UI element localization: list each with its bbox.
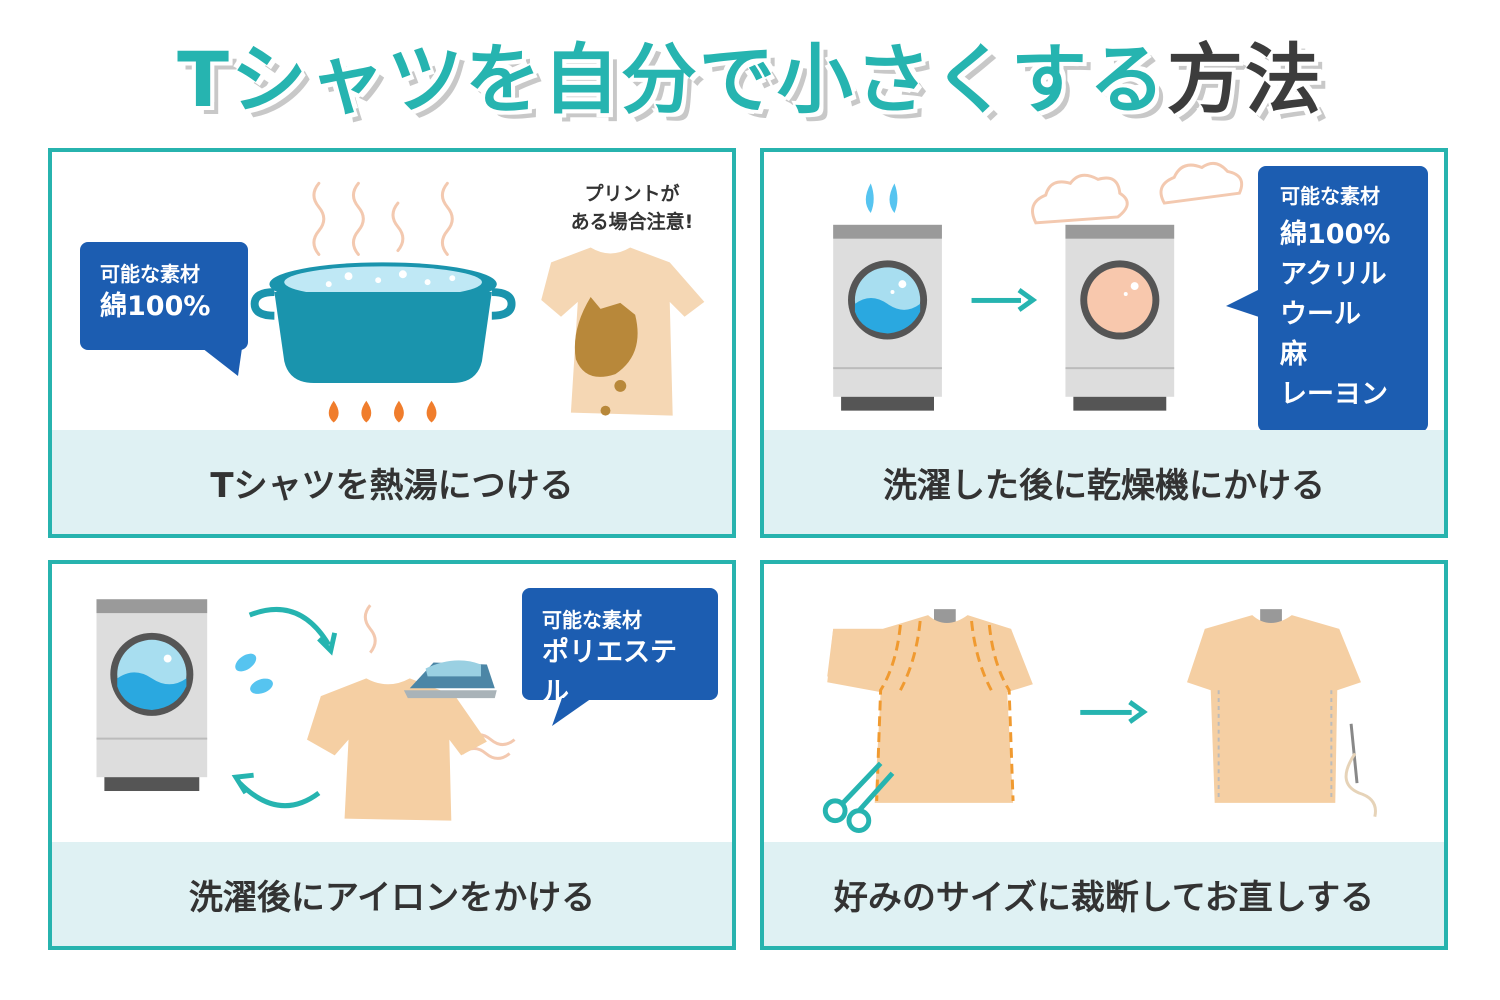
steam-cloud-icon (1031, 161, 1244, 225)
bubble-heading: 可能な素材 (542, 608, 642, 632)
print-warning-line-1: プリントが (584, 183, 680, 205)
washing-machine-icon (96, 599, 208, 792)
boiling-illustration (250, 181, 705, 423)
bubble-material: 綿100% (1280, 219, 1391, 250)
title-part-2: 自分で小さくする (542, 35, 1167, 124)
printed-shirt-icon (541, 247, 705, 416)
bubble-material: ウール (1280, 299, 1361, 330)
pot-handle-right-icon (491, 288, 516, 320)
title-part-1: Tシャツを (177, 35, 543, 124)
shirt-icon (307, 678, 487, 821)
bubble-material: アクリル (1280, 259, 1387, 290)
bubble-heading: 可能な素材 (1280, 184, 1380, 208)
scissors-icon (822, 761, 895, 834)
bubble-material: レーヨン (1280, 379, 1388, 410)
arrow-right-icon (1080, 700, 1148, 724)
panel-dryer: 可能な素材 綿100% アクリル ウール 麻 レーヨン 洗濯した後に乾燥機にかけ… (760, 148, 1448, 538)
panel-boiling: 可能な素材 綿100% プリントが ある場合注意! Tシャツを熱湯につける (48, 148, 736, 538)
material-bubble: 可能な素材 綿100% アクリル ウール 麻 レーヨン (1258, 166, 1428, 432)
bubble-material: 綿100% (100, 291, 211, 322)
dryer-illustration (833, 161, 1244, 411)
pot-icon (269, 262, 497, 383)
title-part-3: 方法 (1166, 35, 1323, 124)
panel-iron: 可能な素材 ポリエステル 洗濯後にアイロンをかける (48, 560, 736, 950)
material-bubble: 可能な素材 綿100% (80, 242, 248, 350)
panel-caption: 洗濯した後に乾燥機にかける (764, 430, 1444, 534)
flame-icon (328, 400, 437, 423)
water-drop-icon (865, 183, 898, 213)
bubble-tail-icon (1226, 288, 1262, 318)
cut-line-icon (875, 620, 1015, 801)
print-warning-line-2: ある場合注意! (570, 211, 694, 233)
steam-icon (312, 181, 454, 256)
panel-caption: 洗濯後にアイロンをかける (52, 842, 732, 946)
washing-machine-icon (833, 224, 942, 411)
bubble-tail-icon (202, 348, 242, 376)
bubble-heading: 可能な素材 (100, 262, 200, 286)
shirt-after-icon (1187, 609, 1361, 803)
material-bubble: 可能な素材 ポリエステル (522, 588, 718, 708)
cutting-illustration (822, 609, 1377, 834)
arrow-right-icon (971, 288, 1038, 312)
arrow-curve-icon (238, 781, 321, 809)
panel-caption: 好みのサイズに裁断してお直しする (764, 842, 1444, 946)
page-title: Tシャツを自分で小さくする方法 (0, 30, 1500, 130)
bubble-material: 麻 (1280, 339, 1307, 370)
arrow-curve-icon (248, 606, 331, 647)
shirt-before-icon (827, 609, 1033, 803)
panel-cutting: 好みのサイズに裁断してお直しする (760, 560, 1448, 950)
bubble-tail-icon (552, 698, 592, 726)
pot-handle-left-icon (250, 288, 275, 320)
iron-illustration (96, 599, 516, 821)
panel-caption: Tシャツを熱湯につける (52, 430, 732, 534)
dryer-machine-icon (1065, 224, 1175, 411)
needle-icon (1344, 723, 1377, 818)
iron-icon (403, 660, 497, 699)
print-warning: プリントが ある場合注意! (537, 180, 727, 236)
water-drop-icon (235, 653, 273, 694)
bubble-material: ポリエステル (542, 637, 677, 708)
